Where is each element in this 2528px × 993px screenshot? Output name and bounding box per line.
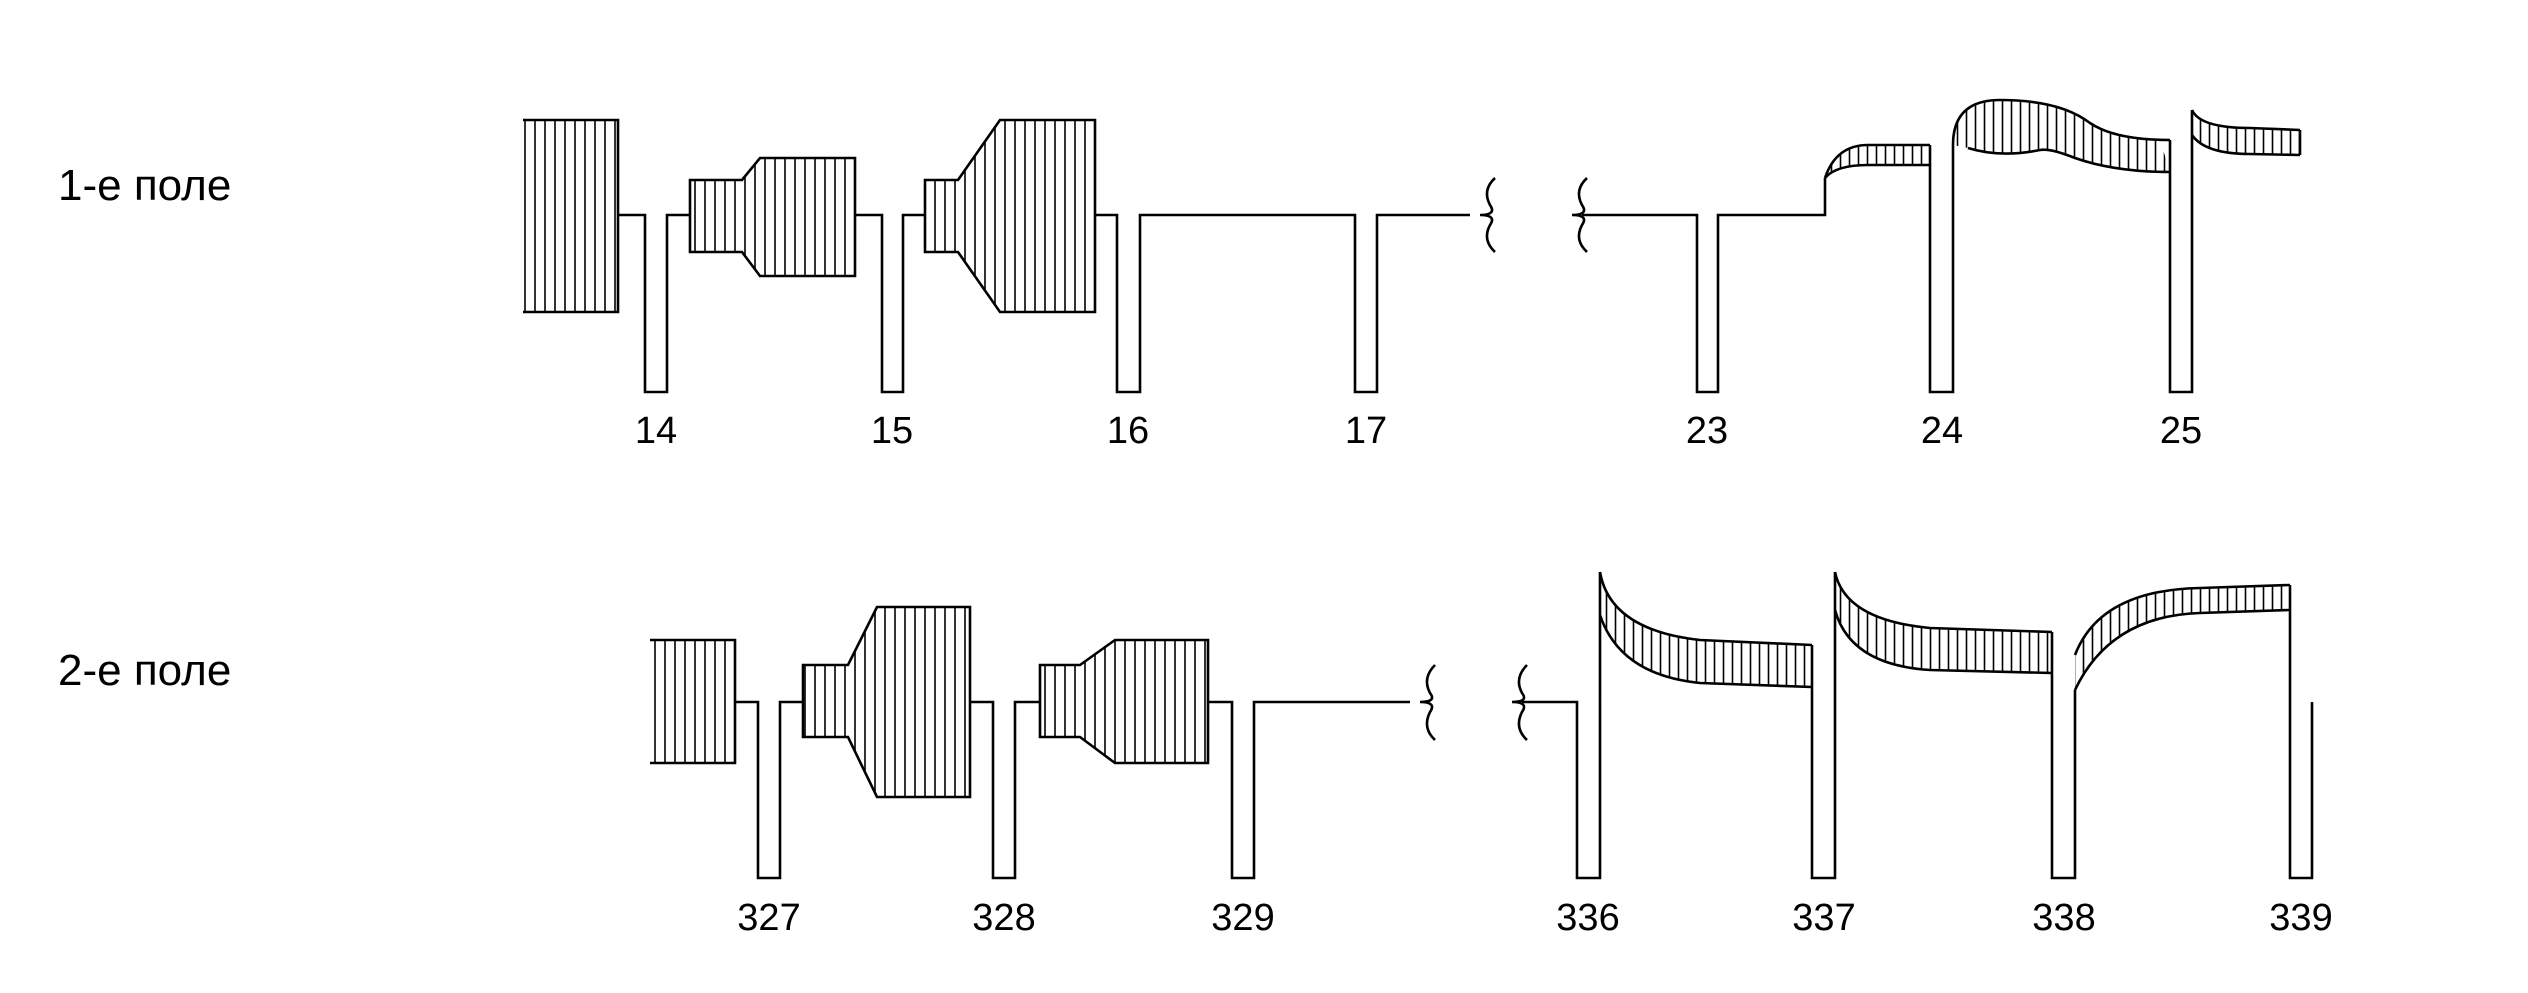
line-number: 25 [2160, 410, 2202, 452]
field-2-label: 2-е поле [58, 646, 231, 695]
field-1-pulse-c [925, 120, 1095, 312]
line-number: 14 [635, 410, 677, 452]
line-number: 339 [2269, 897, 2332, 939]
line-number: 328 [972, 897, 1035, 939]
field-1-label: 1-е поле [58, 161, 231, 210]
field-2-pulse-f [2075, 585, 2290, 690]
line-number: 24 [1921, 410, 1963, 452]
field-2-pulse-e [1835, 572, 2052, 673]
field-1-pulse-e [1953, 100, 2170, 172]
field-1-line-numbers: 14 15 16 17 23 24 25 [635, 410, 2202, 452]
line-number: 327 [737, 897, 800, 939]
field-2-line-numbers: 327 328 329 336 337 338 339 [737, 897, 2332, 939]
field-1-pulse-a [523, 120, 618, 312]
line-number: 336 [1556, 897, 1619, 939]
field-1-pulse-d [1825, 145, 1930, 178]
field-2-pulse-d [1600, 572, 1812, 687]
line-number: 329 [1211, 897, 1274, 939]
line-number: 23 [1686, 410, 1728, 452]
field-1-pulse-f [2192, 110, 2300, 155]
line-number: 337 [1792, 897, 1855, 939]
line-number: 338 [2032, 897, 2095, 939]
field-2-pulse-a [650, 640, 735, 763]
line-number: 16 [1107, 410, 1149, 452]
line-number: 15 [871, 410, 913, 452]
field-1-pulse-b [690, 158, 855, 276]
field-2-signal [650, 571, 2314, 880]
field-2-pulse-c [1040, 640, 1208, 763]
field-2-pulse-b [803, 607, 970, 797]
line-number: 17 [1345, 410, 1387, 452]
field-1-signal [523, 98, 2302, 394]
